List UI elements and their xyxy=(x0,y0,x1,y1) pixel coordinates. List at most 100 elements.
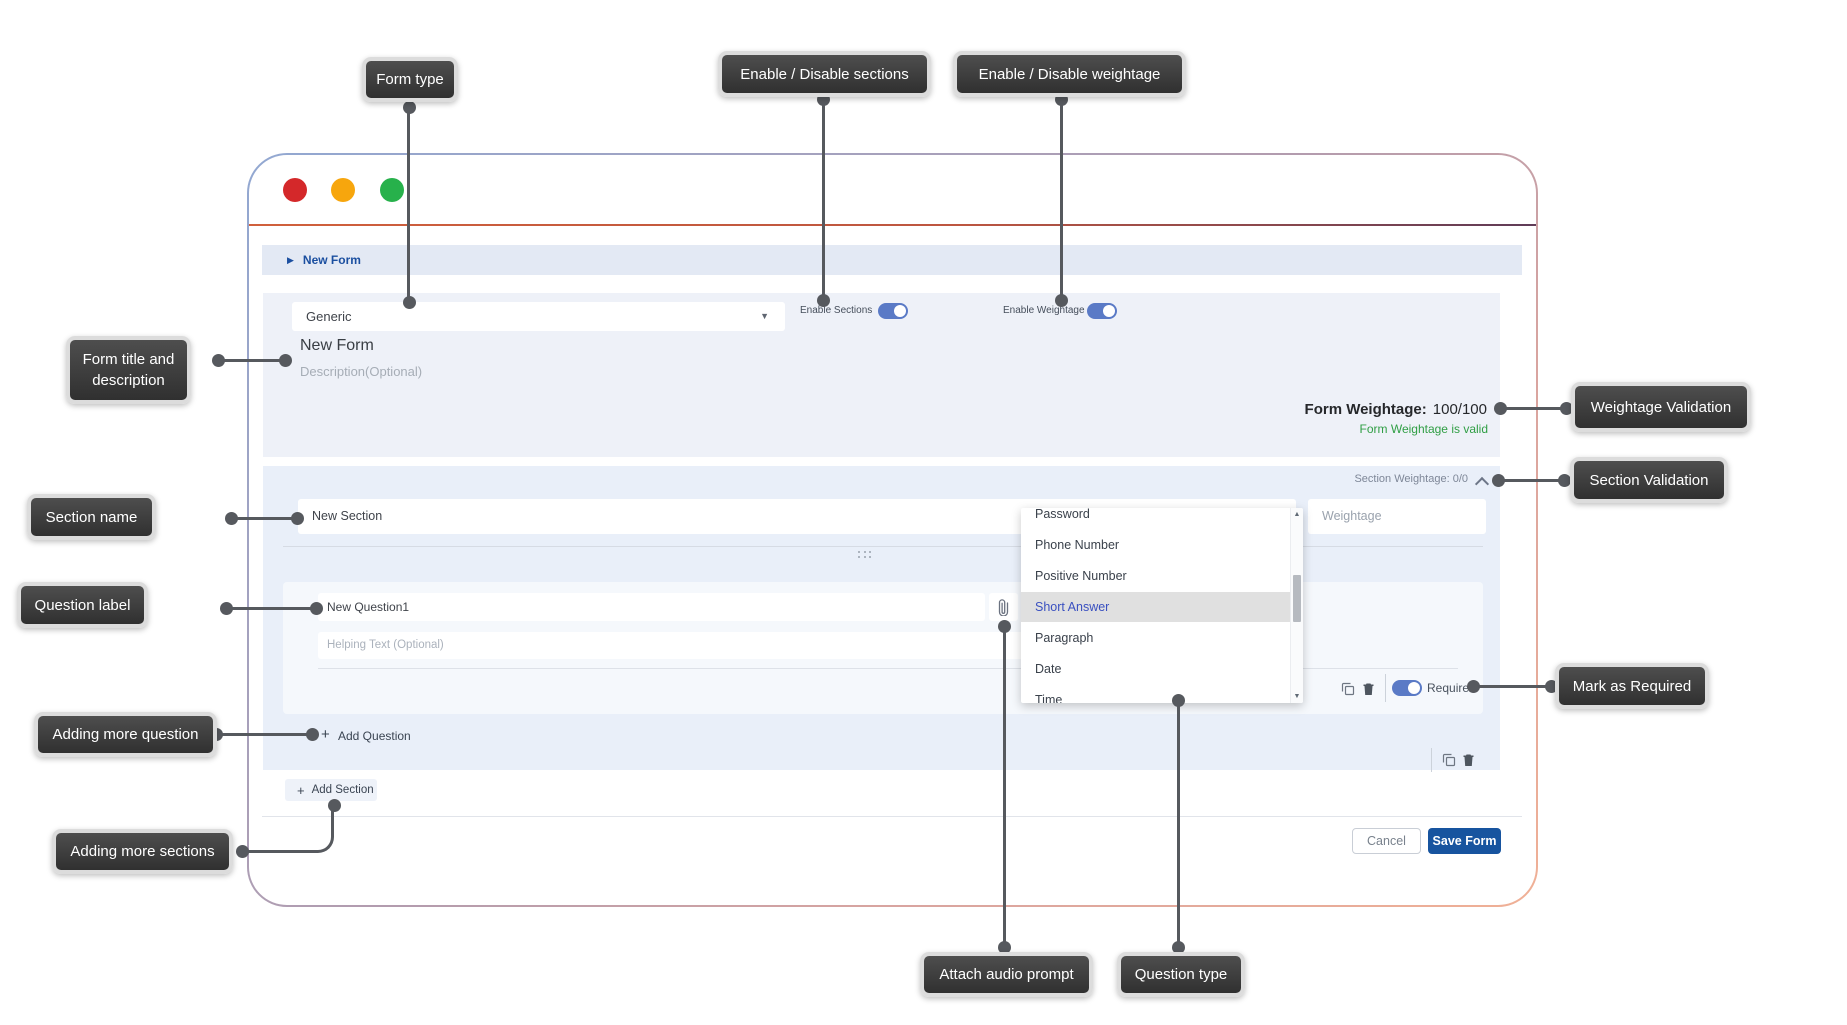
connector-dot xyxy=(220,602,233,615)
connector-dot xyxy=(998,941,1011,954)
connector-line xyxy=(407,105,410,302)
callout-section-name: Section name xyxy=(27,494,156,540)
form-type-value: Generic xyxy=(306,309,352,324)
breadcrumb-arrow-icon: ▶ xyxy=(287,254,294,265)
connector-dot xyxy=(403,296,416,309)
enable-weightage-label: Enable Weightage xyxy=(1003,305,1085,316)
connector-line xyxy=(1473,685,1553,688)
connector-dot xyxy=(1055,294,1068,307)
connector-dot xyxy=(998,620,1011,633)
scroll-down-icon[interactable]: ▼ xyxy=(1293,693,1301,700)
form-weightage-label: Form Weightage: xyxy=(1304,401,1427,418)
copy-question-button[interactable] xyxy=(1340,681,1355,696)
connector-dot xyxy=(1467,680,1480,693)
dropdown-option-date[interactable]: Date xyxy=(1035,662,1062,676)
connector-dot xyxy=(279,354,292,367)
add-section-button[interactable]: + Add Section xyxy=(285,779,377,801)
connector-dot xyxy=(310,602,323,615)
form-title-input[interactable]: New Form xyxy=(300,337,374,354)
trash-icon xyxy=(1363,683,1374,695)
breadcrumb-label: New Form xyxy=(302,253,361,267)
question-type-dropdown: Password Phone Number Positive Number Sh… xyxy=(1021,508,1303,703)
callout-enable-disable-weightage: Enable / Disable weightage xyxy=(953,51,1186,97)
scrollbar-thumb[interactable] xyxy=(1293,575,1301,622)
callout-section-validation: Section Validation xyxy=(1570,457,1728,503)
connector-dot xyxy=(225,512,238,525)
window-minimize-button[interactable] xyxy=(331,178,355,202)
add-section-label: Add Section xyxy=(311,784,374,796)
enable-weightage-toggle[interactable] xyxy=(1087,303,1117,319)
connector-dot xyxy=(328,799,341,812)
dropdown-option-phone-number[interactable]: Phone Number xyxy=(1035,538,1120,552)
footer-divider xyxy=(262,816,1522,817)
dropdown-option-positive-number[interactable]: Positive Number xyxy=(1035,569,1127,583)
add-question-button[interactable]: Add Question xyxy=(338,729,411,743)
window-header-divider xyxy=(249,224,1536,226)
connector-dot xyxy=(1558,474,1571,487)
connector-line xyxy=(822,97,825,300)
callout-adding-more-question: Adding more question xyxy=(34,712,217,757)
dropdown-scrollbar[interactable]: ▲ ▼ xyxy=(1290,508,1303,703)
dropdown-option-time[interactable]: Time xyxy=(1035,693,1063,703)
question-actions-separator xyxy=(1385,674,1386,702)
plus-icon: + xyxy=(297,782,305,798)
attach-audio-button[interactable] xyxy=(989,593,1018,621)
connector-line xyxy=(1003,627,1006,952)
save-form-button[interactable]: Save Form xyxy=(1428,828,1501,854)
callout-form-title-and-description: Form title and description xyxy=(66,336,191,404)
connector-line xyxy=(1177,700,1180,952)
form-weightage-value: 100/100 xyxy=(1432,401,1487,418)
dropdown-option-paragraph[interactable]: Paragraph xyxy=(1035,631,1094,645)
cancel-button[interactable]: Cancel xyxy=(1352,828,1421,854)
window-close-button[interactable] xyxy=(283,178,307,202)
callout-enable-disable-sections: Enable / Disable sections xyxy=(718,51,931,97)
form-weightage-summary: Form Weightage: 100/100 xyxy=(1305,401,1487,418)
required-toggle[interactable] xyxy=(1392,680,1422,696)
copy-section-button[interactable] xyxy=(1441,752,1456,767)
connector-dot xyxy=(817,294,830,307)
scroll-up-icon[interactable]: ▲ xyxy=(1293,511,1301,518)
breadcrumb[interactable]: ▶ New Form xyxy=(262,245,1522,275)
connector-dot xyxy=(306,728,319,741)
paperclip-icon xyxy=(998,598,1009,616)
drag-handle-icon[interactable] xyxy=(858,551,874,559)
connector-dot xyxy=(1545,680,1558,693)
connector-dot xyxy=(1560,402,1573,415)
section-weightage-summary: Section Weightage: 0/0 xyxy=(1354,473,1468,485)
delete-section-button[interactable] xyxy=(1461,752,1476,767)
callout-adding-more-sections: Adding more sections xyxy=(52,829,233,874)
connector-dot xyxy=(1172,694,1185,707)
trash-icon xyxy=(1463,754,1474,766)
connector-line xyxy=(1500,407,1568,410)
callout-question-label: Question label xyxy=(17,582,148,628)
connector-line xyxy=(243,805,334,853)
connector-line xyxy=(230,517,298,520)
connector-dot xyxy=(212,354,225,367)
connector-dot xyxy=(291,512,304,525)
chevron-down-icon: ▼ xyxy=(760,311,769,321)
enable-sections-toggle[interactable] xyxy=(878,303,908,319)
callout-weightage-validation: Weightage Validation xyxy=(1571,382,1751,432)
connector-dot xyxy=(1492,474,1505,487)
dropdown-option-short-answer[interactable]: Short Answer xyxy=(1021,592,1290,622)
plus-icon: + xyxy=(321,726,330,743)
form-description-input[interactable]: Description(Optional) xyxy=(300,364,423,379)
connector-dot xyxy=(1172,941,1185,954)
enable-sections-label: Enable Sections xyxy=(800,305,873,316)
delete-question-button[interactable] xyxy=(1361,681,1376,696)
form-type-select[interactable]: Generic ▼ xyxy=(292,302,785,331)
question-divider xyxy=(318,668,1458,669)
connector-line xyxy=(1060,97,1063,300)
window-zoom-button[interactable] xyxy=(380,178,404,202)
callout-question-type: Question type xyxy=(1117,952,1245,997)
copy-icon xyxy=(1442,753,1455,766)
question-label-input[interactable]: New Question1 xyxy=(318,593,985,621)
dropdown-option-password[interactable]: Password xyxy=(1035,508,1090,521)
form-weightage-status: Form Weightage is valid xyxy=(1359,422,1489,436)
section-actions-separator xyxy=(1431,748,1432,772)
callout-form-type: Form type xyxy=(362,57,458,102)
section-header-divider xyxy=(283,546,1483,547)
connector-dot xyxy=(403,101,416,114)
section-weightage-input[interactable]: Weightage xyxy=(1308,499,1486,534)
